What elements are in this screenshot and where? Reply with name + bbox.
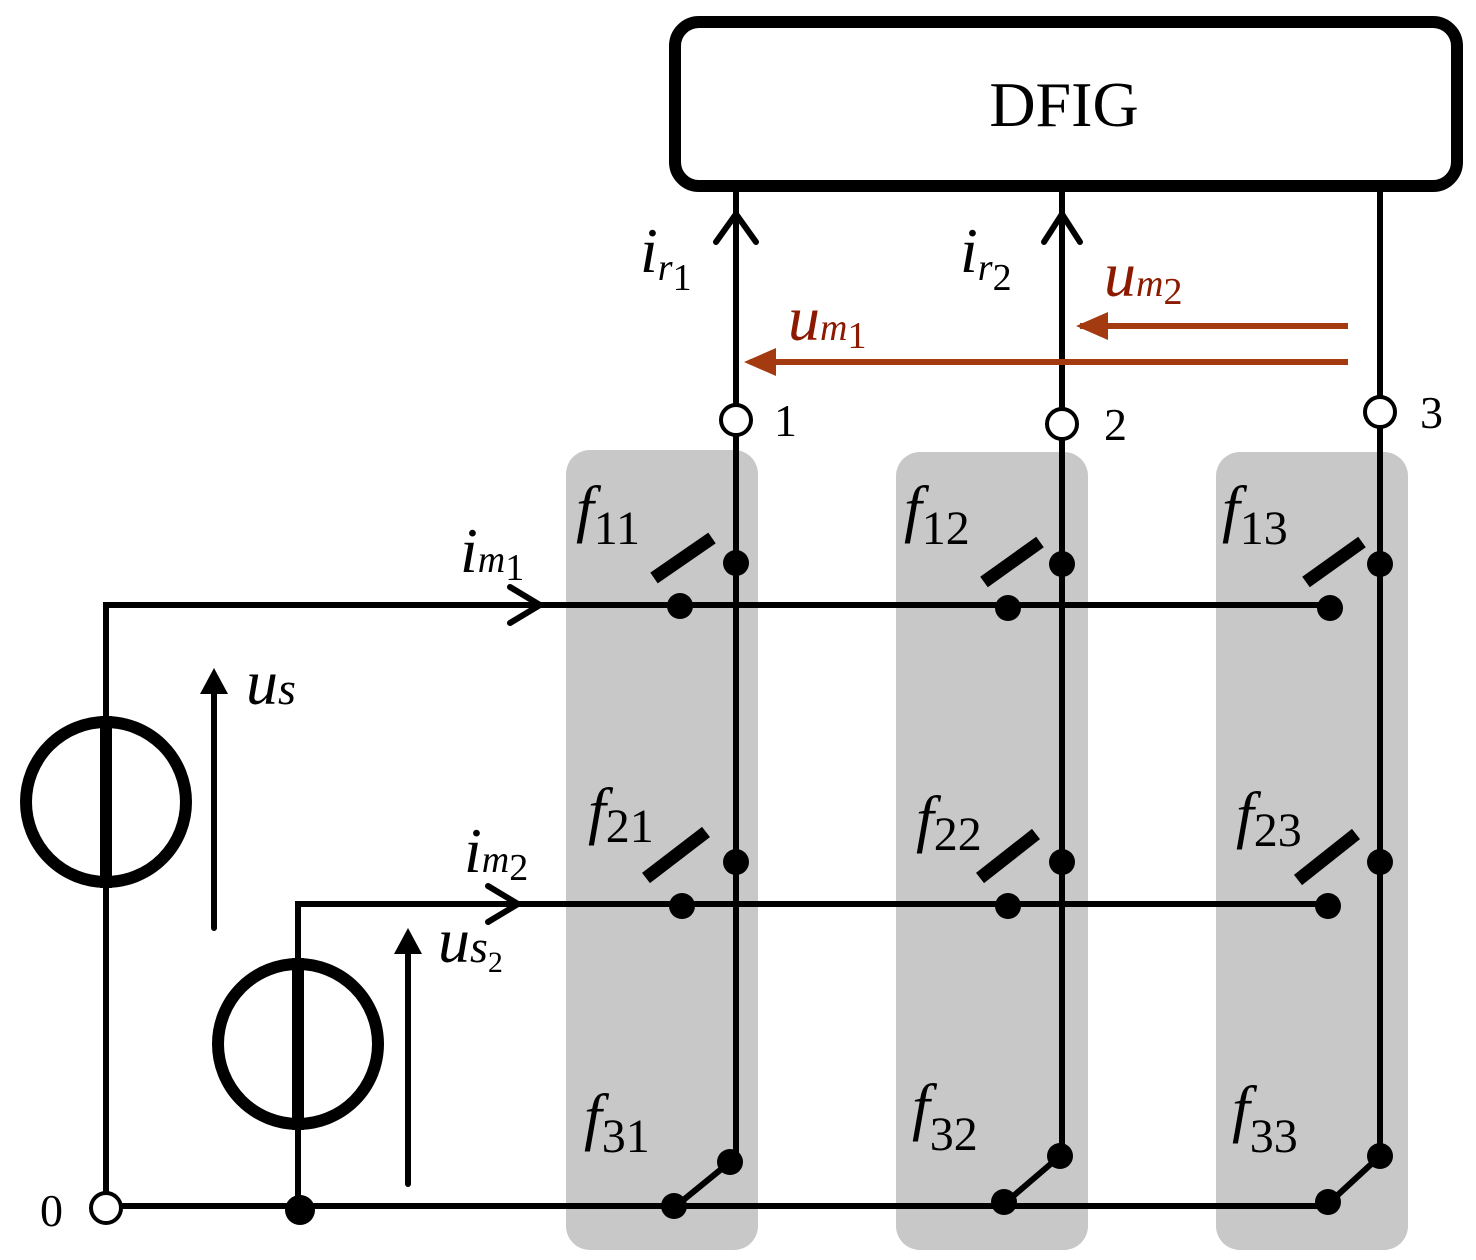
ir1-arrow-head — [713, 208, 759, 245]
node-2-terminal — [1045, 407, 1079, 441]
im1-label: im1 — [460, 515, 524, 589]
switch-f23-output-contact — [1367, 849, 1393, 875]
node-3-label: 3 — [1420, 387, 1443, 438]
switch-f11: f11 — [576, 473, 749, 619]
um2-arrow-head — [1076, 312, 1108, 340]
switch-f32-input-contact — [991, 1189, 1017, 1215]
switch-f23: f23 — [1236, 779, 1393, 919]
switch-f13-input-contact — [1317, 595, 1343, 621]
switch-f33-output-contact — [1367, 1143, 1393, 1169]
node-0-label: 0 — [40, 1185, 63, 1236]
switch-f23-blade — [1293, 828, 1361, 886]
ir2-label: ir2 — [960, 215, 1012, 299]
um1-label: um1 — [788, 283, 866, 357]
switch-f21-input-contact — [669, 893, 695, 919]
input-line-1 — [103, 602, 1333, 1208]
switch-f12-label: f12 — [904, 473, 970, 555]
switch-f12-output-contact — [1049, 551, 1075, 577]
ir1-label: ir1 — [640, 215, 692, 299]
us-arrow-head — [200, 668, 228, 694]
dfig-label: DFIG — [989, 69, 1138, 140]
um1-arrow-head — [744, 348, 776, 376]
switch-column-2-band — [896, 452, 1088, 1250]
us2-label: us2 — [438, 905, 503, 979]
switch-f11-blade — [650, 532, 716, 584]
switch-f22-blade — [975, 828, 1041, 884]
switch-f21-output-contact — [723, 849, 749, 875]
switch-f13-blade — [1302, 536, 1366, 588]
switch-f23-input-contact — [1315, 893, 1341, 919]
im2-label: im2 — [464, 815, 528, 889]
switch-f12-input-contact — [995, 595, 1021, 621]
im2-arrow-head — [485, 883, 524, 925]
um2-label: um2 — [1104, 239, 1182, 313]
switch-f31: f31 — [584, 1081, 743, 1219]
switch-f33-input-contact — [1315, 1189, 1341, 1215]
switch-f11-output-contact — [723, 550, 749, 576]
us-label: us — [246, 647, 296, 718]
switch-f22: f22 — [916, 783, 1075, 919]
switch-f11-input-contact — [667, 593, 693, 619]
switch-f12-blade — [980, 536, 1044, 588]
switch-f21-label: f21 — [588, 775, 654, 853]
node-1-label: 1 — [774, 395, 797, 446]
ground-junction-dot — [285, 1195, 315, 1225]
switch-f32-output-contact — [1047, 1143, 1073, 1169]
switch-f12: f12 — [904, 473, 1075, 621]
us2-arrow-head — [394, 928, 422, 954]
switch-f22-output-contact — [1049, 849, 1075, 875]
switch-f23-label: f23 — [1236, 779, 1302, 857]
switch-f31-input-contact — [661, 1193, 687, 1219]
switch-column-3-band — [1216, 452, 1408, 1250]
im1-arrow-head — [507, 584, 546, 626]
node-3-terminal — [1363, 395, 1397, 429]
node-0-terminal — [89, 1191, 123, 1225]
switch-column-1-band — [566, 450, 758, 1250]
switch-f22-input-contact — [995, 893, 1021, 919]
node-2-label: 2 — [1104, 399, 1127, 450]
switch-f21: f21 — [588, 775, 749, 919]
switch-f22-label: f22 — [916, 783, 982, 861]
ir2-arrow-head — [1041, 208, 1083, 245]
node-1-terminal — [719, 403, 753, 437]
switch-f31-output-contact — [717, 1149, 743, 1175]
switch-f21-blade — [642, 826, 710, 884]
dfig-block — [669, 16, 1463, 192]
switch-f13-output-contact — [1367, 551, 1393, 577]
